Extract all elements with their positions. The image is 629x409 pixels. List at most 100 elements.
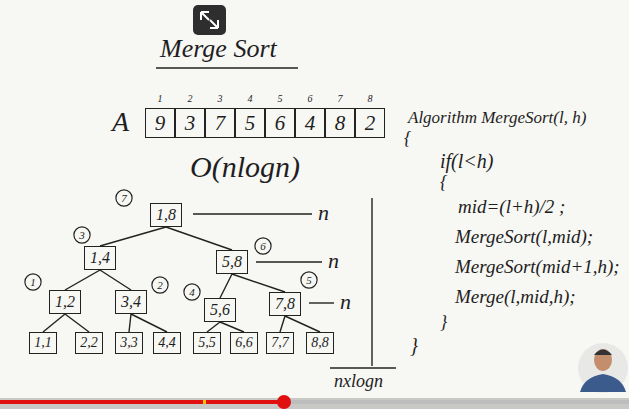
callout-number: 7 [121,192,127,204]
callout-number: 4 [183,283,201,301]
array-cell: 19 [145,108,175,138]
array-value: 7 [215,111,226,136]
range-box: 1,8 [150,203,182,227]
array-value: 9 [155,111,166,136]
leaf-box: 3,3 [115,332,143,354]
tree-edge [100,227,166,246]
index-number: 4 [236,93,264,104]
level-line [256,261,322,262]
presenter-thumbnail [578,343,628,393]
callout-number: 1 [30,276,36,288]
range-label: 5,5 [198,335,216,351]
tree-edge [285,316,320,332]
chapter-mark [203,400,206,404]
callout-circle [25,274,41,290]
range-label: 4,4 [158,335,176,351]
presenter-thumbnail [580,374,626,392]
tree-edge [43,314,65,332]
callout-number: 2 [157,279,163,291]
callout-number: 5 [306,274,312,286]
title-block: Merge Sort [160,34,277,64]
progress-knob [277,395,291,409]
array-cell: 82 [355,108,385,138]
array-cell: 23 [175,108,205,138]
array-value: 6 [275,111,286,136]
title-underline [156,67,298,69]
callout-number: 6 [260,240,266,252]
code-brace: } [440,312,447,333]
range-label: 6,6 [235,335,253,351]
sum-line [330,367,396,368]
level-cost: n [340,289,351,315]
tree-edge [207,322,220,332]
tree-edge [220,322,244,332]
callout-number: 7 [115,189,133,207]
code-line: MergeSort(l,mid); [455,226,593,248]
leaf-box: 2,2 [75,332,103,354]
code-line: MergeSort(mid+1,h); [455,256,620,278]
code-brace: { [440,172,447,193]
range-label: 7,7 [271,335,289,351]
range-label: 3,4 [121,293,141,311]
index-number: 6 [296,93,324,104]
leaf-box: 4,4 [153,332,181,354]
complexity: O(nlogn) [190,150,300,184]
total-cost: nxlogn [334,371,383,392]
code-line: MergeSort(l,mid); [455,226,593,248]
array-cell: 64 [295,108,325,138]
code-brace: { [404,128,411,149]
presenter-thumbnail [594,349,612,371]
level-cost: n [318,200,329,226]
array-value: 8 [335,111,346,136]
total-cost: nxlogn [334,371,383,392]
callout-number: 1 [24,273,42,291]
callout-number: 5 [300,271,318,289]
range-label: 1,8 [156,206,176,224]
minimize-icon [193,5,226,35]
index-number: 7 [326,93,354,104]
index-number: 2 [176,93,204,104]
index-number: 1 [146,93,174,104]
callout-number: 2 [151,276,169,294]
code-brace: } [440,312,447,333]
range-label: 1,4 [90,249,110,267]
array-name: A [112,106,129,138]
callout-number: 3 [73,226,91,244]
leaf-box: 8,8 [306,332,334,354]
tree-edge [131,314,167,332]
index-number: 5 [266,93,294,104]
array-value: 5 [245,111,256,136]
array-cell: 78 [325,108,355,138]
callout-circle [152,277,168,293]
array-value: 4 [305,111,316,136]
callout-number: 4 [189,286,195,298]
level-cost: n [328,248,339,274]
tree-edge [166,227,232,250]
tree-edge [65,314,89,332]
array-value: 3 [185,111,196,136]
leaf-box: 6,6 [230,332,258,354]
tree-edge [280,316,285,332]
range-label: 1,1 [34,335,52,351]
array-cell: 37 [205,108,235,138]
code-line: Algorithm MergeSort(l, h) [408,108,586,128]
code-brace: { [440,172,447,193]
leaf-box: 5,5 [193,332,221,354]
tree-edge [65,270,100,290]
callout-number: 6 [254,237,272,255]
code-line: if(l<h) [440,150,494,173]
range-box: 5,8 [216,250,248,274]
array-value: 2 [365,111,376,136]
code-line: mid=(l+h)/2 ; [458,196,565,218]
sum-line [371,198,372,366]
level-cost: n [318,200,329,226]
range-box: 3,4 [115,290,147,314]
index-number: 8 [356,93,384,104]
index-number: 3 [206,93,234,104]
tree-edge [129,314,131,332]
range-box: 5,6 [204,298,236,322]
presenter-thumbnail [594,350,612,356]
progress-played [0,400,284,404]
tree-edge [100,270,131,290]
array-name: A [112,106,129,138]
